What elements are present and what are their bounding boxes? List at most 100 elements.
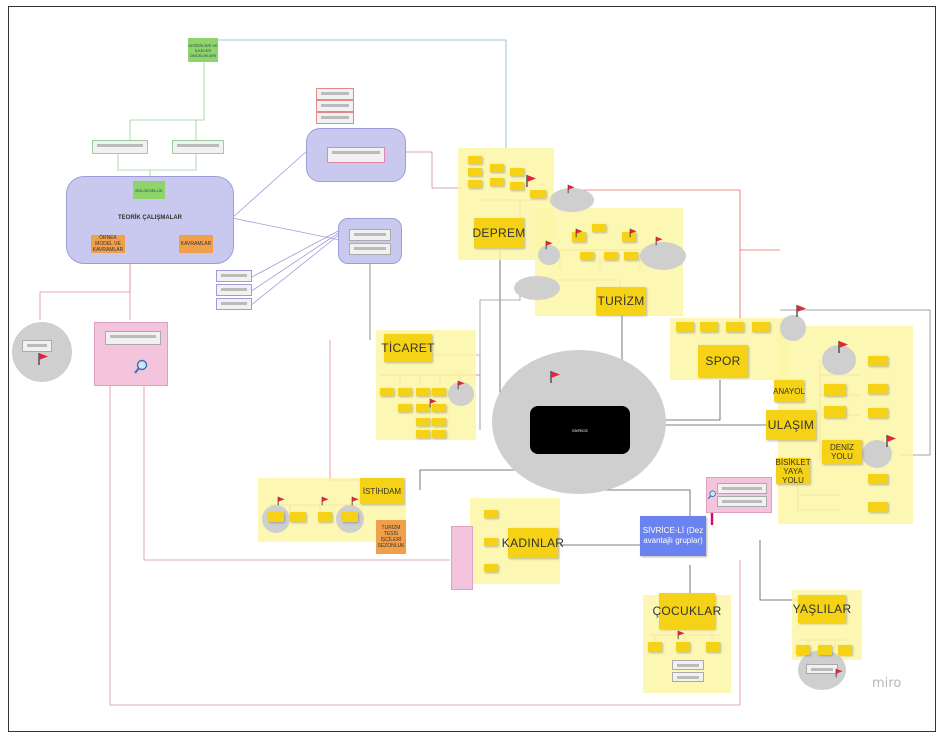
ulasim-sub-3: [868, 356, 888, 366]
ticaret-sub-4: [432, 388, 446, 396]
ticaret-sub-3: [416, 388, 430, 396]
green-card-right: [172, 140, 224, 154]
lilac-card-2: [216, 284, 252, 296]
flag-icon-turizm-3: [655, 236, 663, 246]
blob-turizm-1: [514, 276, 560, 300]
left-blob: [12, 322, 72, 382]
ticaret-sub-10: [416, 430, 430, 438]
theme-istihdam[interactable]: İSTİHDAM: [360, 478, 404, 504]
ulasim-sub-4: [868, 384, 888, 394]
ticaret-sub-2: [398, 388, 412, 396]
top-green-note: DEĞERLERİ VE İLKELER ÖNCELİKLERİ: [188, 38, 218, 62]
flag-icon-turizm-4: [545, 240, 553, 250]
istihdam-orange-note: TURİZM TESİS İŞÇİLERİ SEZONLUK: [376, 520, 406, 554]
center-node[interactable]: SİVRİCE: [530, 406, 630, 454]
pink-li-card-2: [717, 496, 767, 507]
ulasim-sub-7: [868, 502, 888, 512]
theory-orange-right: KAVRAMLAR: [179, 235, 213, 253]
flag-icon-turizm-1: [575, 228, 583, 238]
istihdam-sub-4: [342, 512, 358, 522]
deprem-sub-7: [510, 182, 524, 190]
red-card-1: [316, 88, 354, 100]
purple-frame-top[interactable]: [306, 128, 406, 182]
theme-deprem[interactable]: DEPREM: [472, 218, 525, 248]
turizm-sub-5: [604, 252, 618, 260]
theory-title: TEORİK ÇALIŞMALAR: [118, 215, 182, 221]
yaslilar-sub-2: [818, 645, 832, 655]
istihdam-sub-1: [268, 512, 284, 522]
deprem-sub-2: [468, 168, 482, 176]
ticaret-sub-7: [432, 404, 446, 412]
theme-yaslilar[interactable]: YAŞLILAR: [793, 595, 851, 623]
blob-turizm-3: [538, 245, 560, 265]
lilac-card-1: [216, 270, 252, 282]
kadinlar-sub-1: [484, 510, 498, 518]
blob-spor: [780, 315, 806, 341]
turizm-sub-2: [592, 224, 606, 232]
flag-icon-deprem-blob: [567, 184, 575, 194]
theme-bisiklet[interactable]: BİSİKLET YAYA YOLU: [775, 457, 811, 485]
spor-sub-1: [676, 322, 694, 332]
theme-spor[interactable]: SPOR: [698, 345, 748, 377]
blob-deprem-1: [550, 188, 594, 212]
blob-ticaret: [448, 382, 474, 406]
cocuklar-sub-1: [648, 642, 662, 652]
green-card-left: [92, 140, 148, 154]
red-card-2: [316, 100, 354, 112]
ulasim-sub-1: [824, 384, 846, 396]
theme-deniz-yolu[interactable]: DENİZ YOLU: [822, 440, 862, 464]
kadinlar-sub-2: [484, 538, 498, 546]
pink-frame-kadinlar[interactable]: [451, 526, 473, 590]
ulasim-sub-6: [868, 474, 888, 484]
ticaret-sub-9: [432, 418, 446, 426]
theory-frame[interactable]: BÖLGESELLİK TEORİK ÇALIŞMALAR ÖRNEK MODE…: [66, 176, 234, 264]
flag-icon-center: [550, 371, 560, 383]
theme-cocuklar[interactable]: ÇOCUKLAR: [652, 593, 721, 629]
flag-icon-istihdam-2: [321, 496, 329, 506]
theme-ticaret[interactable]: TİCARET: [381, 334, 434, 362]
cocuklar-card-1: [672, 660, 704, 670]
deprem-sub-1: [468, 156, 482, 164]
pink-card: [105, 331, 161, 345]
lilac-card-3: [216, 298, 252, 310]
yaslilar-sub-1: [796, 645, 810, 655]
istihdam-sub-3: [318, 512, 332, 522]
ticaret-sub-5: [398, 404, 412, 412]
purple-mid-card-2: [349, 243, 391, 255]
theory-orange-left: ÖRNEK MODEL VE KAVRAMLAR: [91, 235, 125, 253]
theme-kadinlar[interactable]: KADINLAR: [502, 528, 564, 558]
flag-icon-turizm-2: [629, 228, 637, 238]
turizm-sub-6: [624, 252, 638, 260]
purple-frame-mid[interactable]: [338, 218, 402, 264]
flag-icon-spor: [796, 305, 806, 317]
pink-frame-search[interactable]: [94, 322, 168, 386]
pink-frame-sivrice-li[interactable]: [706, 477, 772, 513]
ulasim-sub-2: [824, 406, 846, 418]
flag-icon-ticaret-2: [429, 398, 437, 408]
theory-green-note: BÖLGESELLİK: [133, 181, 165, 199]
istihdam-sub-2: [290, 512, 306, 522]
ticaret-sub-8: [416, 418, 430, 426]
yaslilar-blob-card: [806, 664, 838, 674]
magnifier-small-icon[interactable]: [707, 490, 717, 500]
theme-ulasim[interactable]: ULAŞIM: [766, 410, 816, 440]
flag-icon-deprem: [526, 175, 536, 187]
theme-sivrice-li[interactable]: SİVRİCE-Lİ (Dez avantajlı gruplar): [640, 516, 706, 556]
magnifier-icon[interactable]: [133, 359, 149, 375]
flag-icon-istihdam-3: [351, 496, 359, 506]
deprem-sub-8: [530, 190, 546, 198]
flag-icon-cocuklar: [677, 630, 685, 640]
flag-icon-ulasim-2: [886, 435, 896, 447]
turizm-sub-3: [622, 232, 636, 242]
flag-icon-left-blob: [38, 353, 48, 365]
theme-anayol[interactable]: ANAYOL: [773, 380, 805, 402]
purple-card: [327, 147, 385, 163]
flag-icon-istihdam-1: [277, 496, 285, 506]
pink-li-card-1: [717, 483, 767, 494]
theme-turizm[interactable]: TURİZM: [596, 287, 646, 315]
purple-mid-card-1: [349, 229, 391, 241]
spor-sub-2: [700, 322, 718, 332]
ticaret-sub-6: [416, 404, 430, 412]
spor-sub-4: [752, 322, 770, 332]
blob-turizm-2: [640, 242, 686, 270]
